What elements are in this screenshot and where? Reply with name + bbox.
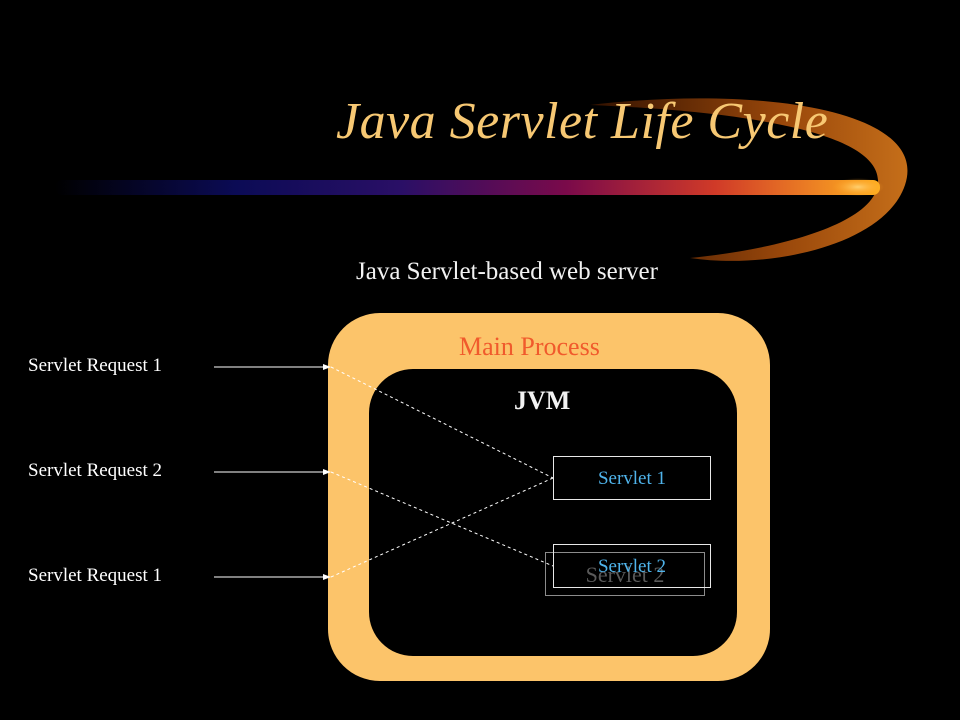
main-process-label: Main Process — [459, 332, 600, 361]
servlet-2-shadow: Servlet 2 — [545, 552, 705, 596]
title-underline-bar — [55, 180, 880, 195]
route-line-request3-servlet1 — [330, 477, 554, 578]
slide-title: Java Servlet Life Cycle — [336, 93, 829, 150]
servlet-1-box: Servlet 1 — [553, 456, 711, 500]
arrowhead-icon — [323, 574, 331, 580]
servlet-2-box: Servlet 2 — [553, 544, 711, 588]
request-label-3: Servlet Request 1 — [28, 565, 163, 586]
jvm-label: JVM — [514, 386, 571, 415]
arrowhead-icon — [323, 469, 331, 475]
title-bar-glow — [832, 178, 884, 196]
route-line-request1-servlet1 — [330, 366, 554, 479]
arrowhead-icon — [323, 364, 331, 370]
route-line-request2-servlet2 — [330, 471, 554, 567]
request-label-2: Servlet Request 2 — [28, 460, 163, 481]
request-label-1: Servlet Request 1 — [28, 355, 163, 376]
diagram-subtitle: Java Servlet-based web server — [356, 258, 658, 285]
jvm-box — [369, 369, 737, 656]
